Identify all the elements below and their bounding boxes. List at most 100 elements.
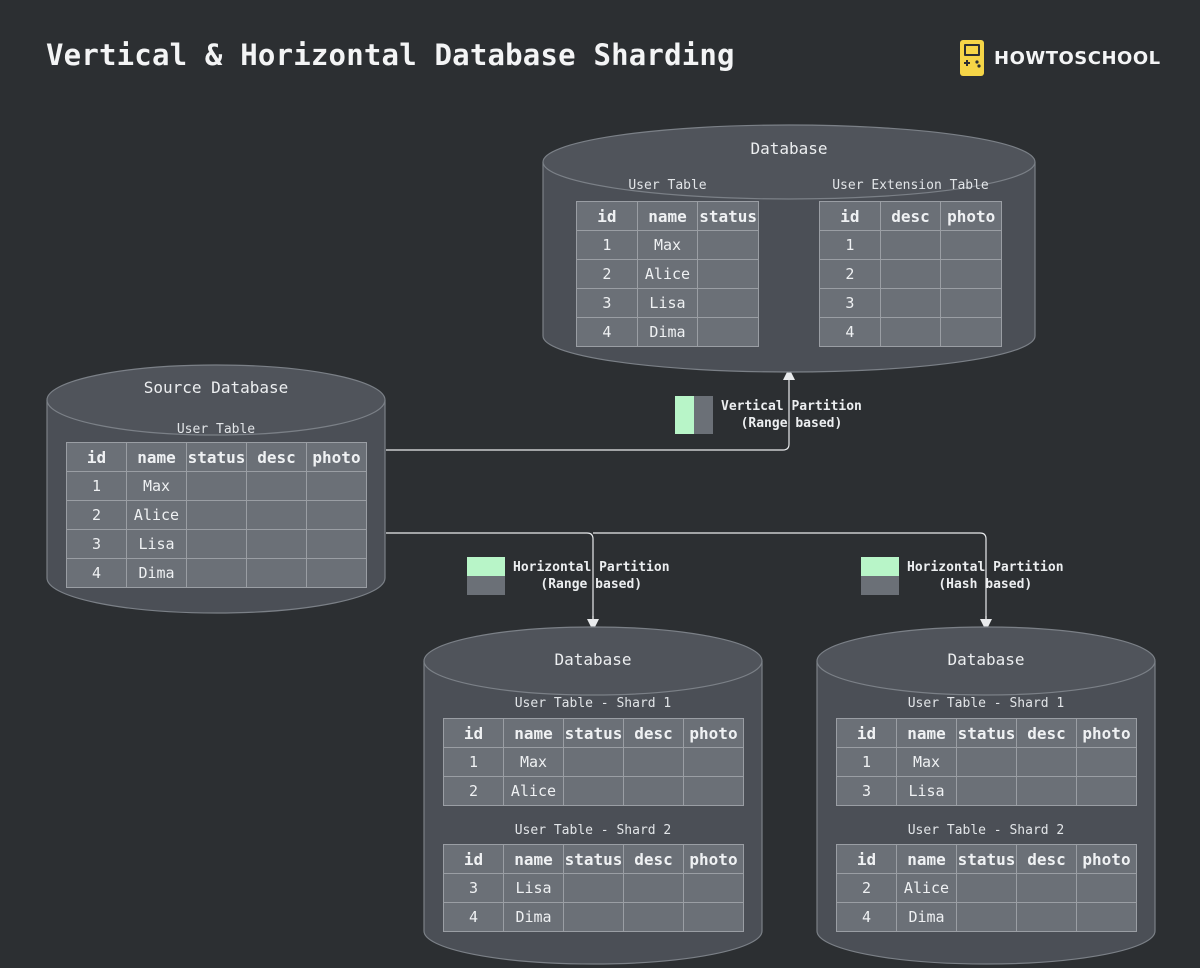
column-header: desc <box>1016 844 1077 874</box>
table-cell <box>306 500 367 530</box>
table-cell: 1 <box>66 471 127 501</box>
table-cell: Max <box>126 471 187 501</box>
table-cell <box>623 873 684 903</box>
table-cell: 3 <box>66 529 127 559</box>
table-cell: 1 <box>443 747 504 777</box>
table-cell: Alice <box>126 500 187 530</box>
column-header: id <box>836 844 897 874</box>
table-cell: Alice <box>636 259 699 289</box>
column-header: name <box>636 201 699 231</box>
horizontal-split-swatch <box>861 557 899 595</box>
table-cell <box>246 500 307 530</box>
column-header: id <box>819 201 881 231</box>
table-cell: Alice <box>896 873 957 903</box>
table-cell: Lisa <box>503 873 564 903</box>
table-cell <box>1016 747 1077 777</box>
vertical-split-swatch <box>675 396 713 434</box>
table-cell <box>956 747 1017 777</box>
table-cell: 4 <box>576 317 638 347</box>
table-row: 3 <box>819 288 1002 318</box>
brand-logo: HOWTOSCHOOL <box>960 40 1161 76</box>
table-cell <box>940 230 1002 260</box>
table-cell <box>683 747 744 777</box>
column-header: desc <box>879 201 942 231</box>
column-header: id <box>836 718 897 748</box>
table-cell: 3 <box>443 873 504 903</box>
table-cell: 3 <box>819 288 881 318</box>
column-header: desc <box>1016 718 1077 748</box>
column-header: photo <box>306 442 367 472</box>
column-header: name <box>126 442 187 472</box>
table-cell <box>956 873 1017 903</box>
table-caption: User Table <box>628 178 707 193</box>
column-header: status <box>563 718 624 748</box>
table-cell <box>623 747 684 777</box>
horizontal-split-swatch <box>467 557 505 595</box>
table-cell <box>1076 776 1137 806</box>
table-row: 1 <box>819 230 1002 260</box>
column-header: name <box>503 718 564 748</box>
table-cell <box>246 558 307 588</box>
database-label: Source Database <box>143 378 289 397</box>
table-cell: 2 <box>66 500 127 530</box>
legend-title: Horizontal Partition <box>513 560 670 575</box>
column-header: desc <box>623 844 684 874</box>
table-cell <box>623 902 684 932</box>
table-cell <box>697 288 759 318</box>
horizontal-hash-legend: Horizontal Partition (Hash based) <box>861 557 1064 595</box>
table-cell <box>940 259 1002 289</box>
table-cell: 4 <box>836 902 897 932</box>
database-label: Database <box>947 650 1025 669</box>
table-cell <box>1076 747 1137 777</box>
table-cell <box>186 500 247 530</box>
column-header: name <box>503 844 564 874</box>
table-cell: Alice <box>503 776 564 806</box>
table-cell: 1 <box>576 230 638 260</box>
column-header: photo <box>1076 844 1137 874</box>
column-header: name <box>896 844 957 874</box>
table-cell: 3 <box>576 288 638 318</box>
table-cell <box>879 259 942 289</box>
table-cell: 2 <box>819 259 881 289</box>
table-cell <box>956 902 1017 932</box>
table-cell <box>697 230 759 260</box>
table-cell <box>683 902 744 932</box>
table-row: 2 <box>819 259 1002 289</box>
table-cell: Lisa <box>126 529 187 559</box>
table-cell <box>246 529 307 559</box>
column-header: name <box>896 718 957 748</box>
table-cell <box>563 776 624 806</box>
table-cell <box>1016 873 1077 903</box>
table-caption: User Table <box>176 422 256 437</box>
column-header: photo <box>1076 718 1137 748</box>
table-cell <box>306 471 367 501</box>
table-cell <box>186 558 247 588</box>
table-cell: 2 <box>836 873 897 903</box>
column-header: status <box>186 442 247 472</box>
table-caption: User Table - Shard 1 <box>514 696 672 711</box>
table-cell: 1 <box>819 230 881 260</box>
table-cell <box>956 776 1017 806</box>
